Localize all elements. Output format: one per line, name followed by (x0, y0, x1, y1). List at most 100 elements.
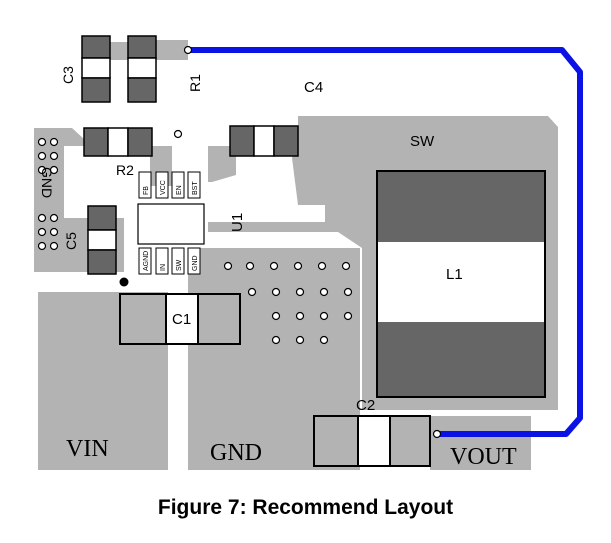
r1-pad (127, 77, 157, 103)
c3-connector (110, 42, 130, 60)
c3-pad (81, 35, 111, 59)
via (432, 429, 442, 439)
ic-top-pin: FB (138, 171, 152, 199)
label-r1: R1 (187, 74, 203, 92)
ic-bottom-pin: AGND (138, 247, 152, 275)
c4-pad (229, 125, 255, 157)
label-r2: R2 (116, 162, 134, 178)
via (343, 311, 353, 321)
via (37, 241, 47, 251)
label-gnd-bottom: GND (210, 440, 262, 466)
ic-bottom-pin: SW (171, 247, 185, 275)
l1-inductor (376, 170, 546, 398)
via (49, 213, 59, 223)
ic-top-pin: BST (187, 171, 201, 199)
figure-caption: Figure 7: Recommend Layout (157, 496, 454, 519)
label-l1: L1 (446, 266, 463, 283)
r2-component (83, 127, 153, 157)
via (295, 311, 305, 321)
vias (37, 45, 442, 439)
pin1-marker (119, 277, 129, 287)
r1-body (127, 57, 157, 79)
via (245, 261, 255, 271)
c2-pad (313, 415, 359, 467)
via (317, 261, 327, 271)
r2-body (107, 127, 129, 157)
ic-bottom-pin: IN (155, 247, 169, 275)
pin-label: VCC (160, 180, 167, 195)
ic-top-pin: EN (171, 171, 185, 199)
label-vin: VIN (66, 436, 109, 462)
u1-ic: FB VCC EN BST AGND IN SW GND (119, 171, 205, 287)
via (37, 227, 47, 237)
via (37, 137, 47, 147)
via (49, 227, 59, 237)
c4-link (208, 146, 236, 182)
via (293, 261, 303, 271)
pin-label: FB (143, 186, 150, 195)
c5-pad (87, 205, 117, 231)
ic-top-pin: VCC (155, 171, 169, 199)
via (247, 287, 257, 297)
via (341, 261, 351, 271)
pin-label: GND (192, 255, 199, 271)
c3-r1-bar (154, 40, 188, 60)
label-u1: U1 (229, 213, 246, 232)
c4-body (253, 125, 275, 157)
gnd-left-pour (34, 128, 64, 272)
pin-label: EN (176, 185, 183, 195)
c2-component (313, 415, 431, 467)
label-vout: VOUT (450, 444, 517, 470)
via (271, 311, 281, 321)
label-c1: C1 (172, 311, 191, 328)
r1-pad (127, 35, 157, 59)
gnd-top-bar (34, 128, 85, 146)
ic-bottom-pin: GND (187, 247, 201, 275)
c1-component (119, 293, 241, 345)
via (223, 261, 233, 271)
u1-body (137, 203, 205, 245)
c3-component (81, 35, 111, 103)
via (37, 213, 47, 223)
via (49, 241, 59, 251)
c2-body (357, 415, 391, 467)
r2-pad (83, 127, 109, 157)
label-gnd-left: GND (39, 167, 55, 198)
pin-label: BST (192, 181, 199, 195)
via (319, 311, 329, 321)
l1-pad-top (378, 172, 544, 242)
r1-component (127, 35, 157, 103)
c1-pad (119, 293, 167, 345)
l1-pad-bottom (378, 322, 544, 396)
via (295, 287, 305, 297)
vout-feedback-trace (188, 47, 583, 437)
label-c2: C2 (356, 397, 375, 414)
c4-pad (273, 125, 299, 157)
via (49, 137, 59, 147)
pin-label: SW (176, 259, 183, 271)
via (49, 165, 59, 175)
via (37, 165, 47, 175)
pin-label: IN (160, 264, 167, 271)
label-c3: C3 (60, 66, 76, 84)
via (269, 261, 279, 271)
c5-body (87, 229, 117, 251)
via (37, 151, 47, 161)
label-c5: C5 (63, 232, 79, 250)
vout-pour (430, 416, 531, 470)
via (49, 151, 59, 161)
label-c4: C4 (304, 79, 323, 96)
label-sw: SW (410, 133, 435, 150)
pin-label: AGND (143, 251, 150, 271)
pcb-layout-diagram: FB VCC EN BST AGND IN SW GND C3 R1 C4 SW R2 GN… (34, 35, 583, 470)
c5-component (87, 205, 117, 275)
r2-pad (127, 127, 153, 157)
c4-component (229, 125, 299, 157)
via (319, 287, 329, 297)
via (271, 335, 281, 345)
via (319, 335, 329, 345)
c3-pad (81, 77, 111, 103)
via (173, 129, 183, 139)
c5-pad (87, 249, 117, 275)
via (295, 335, 305, 345)
